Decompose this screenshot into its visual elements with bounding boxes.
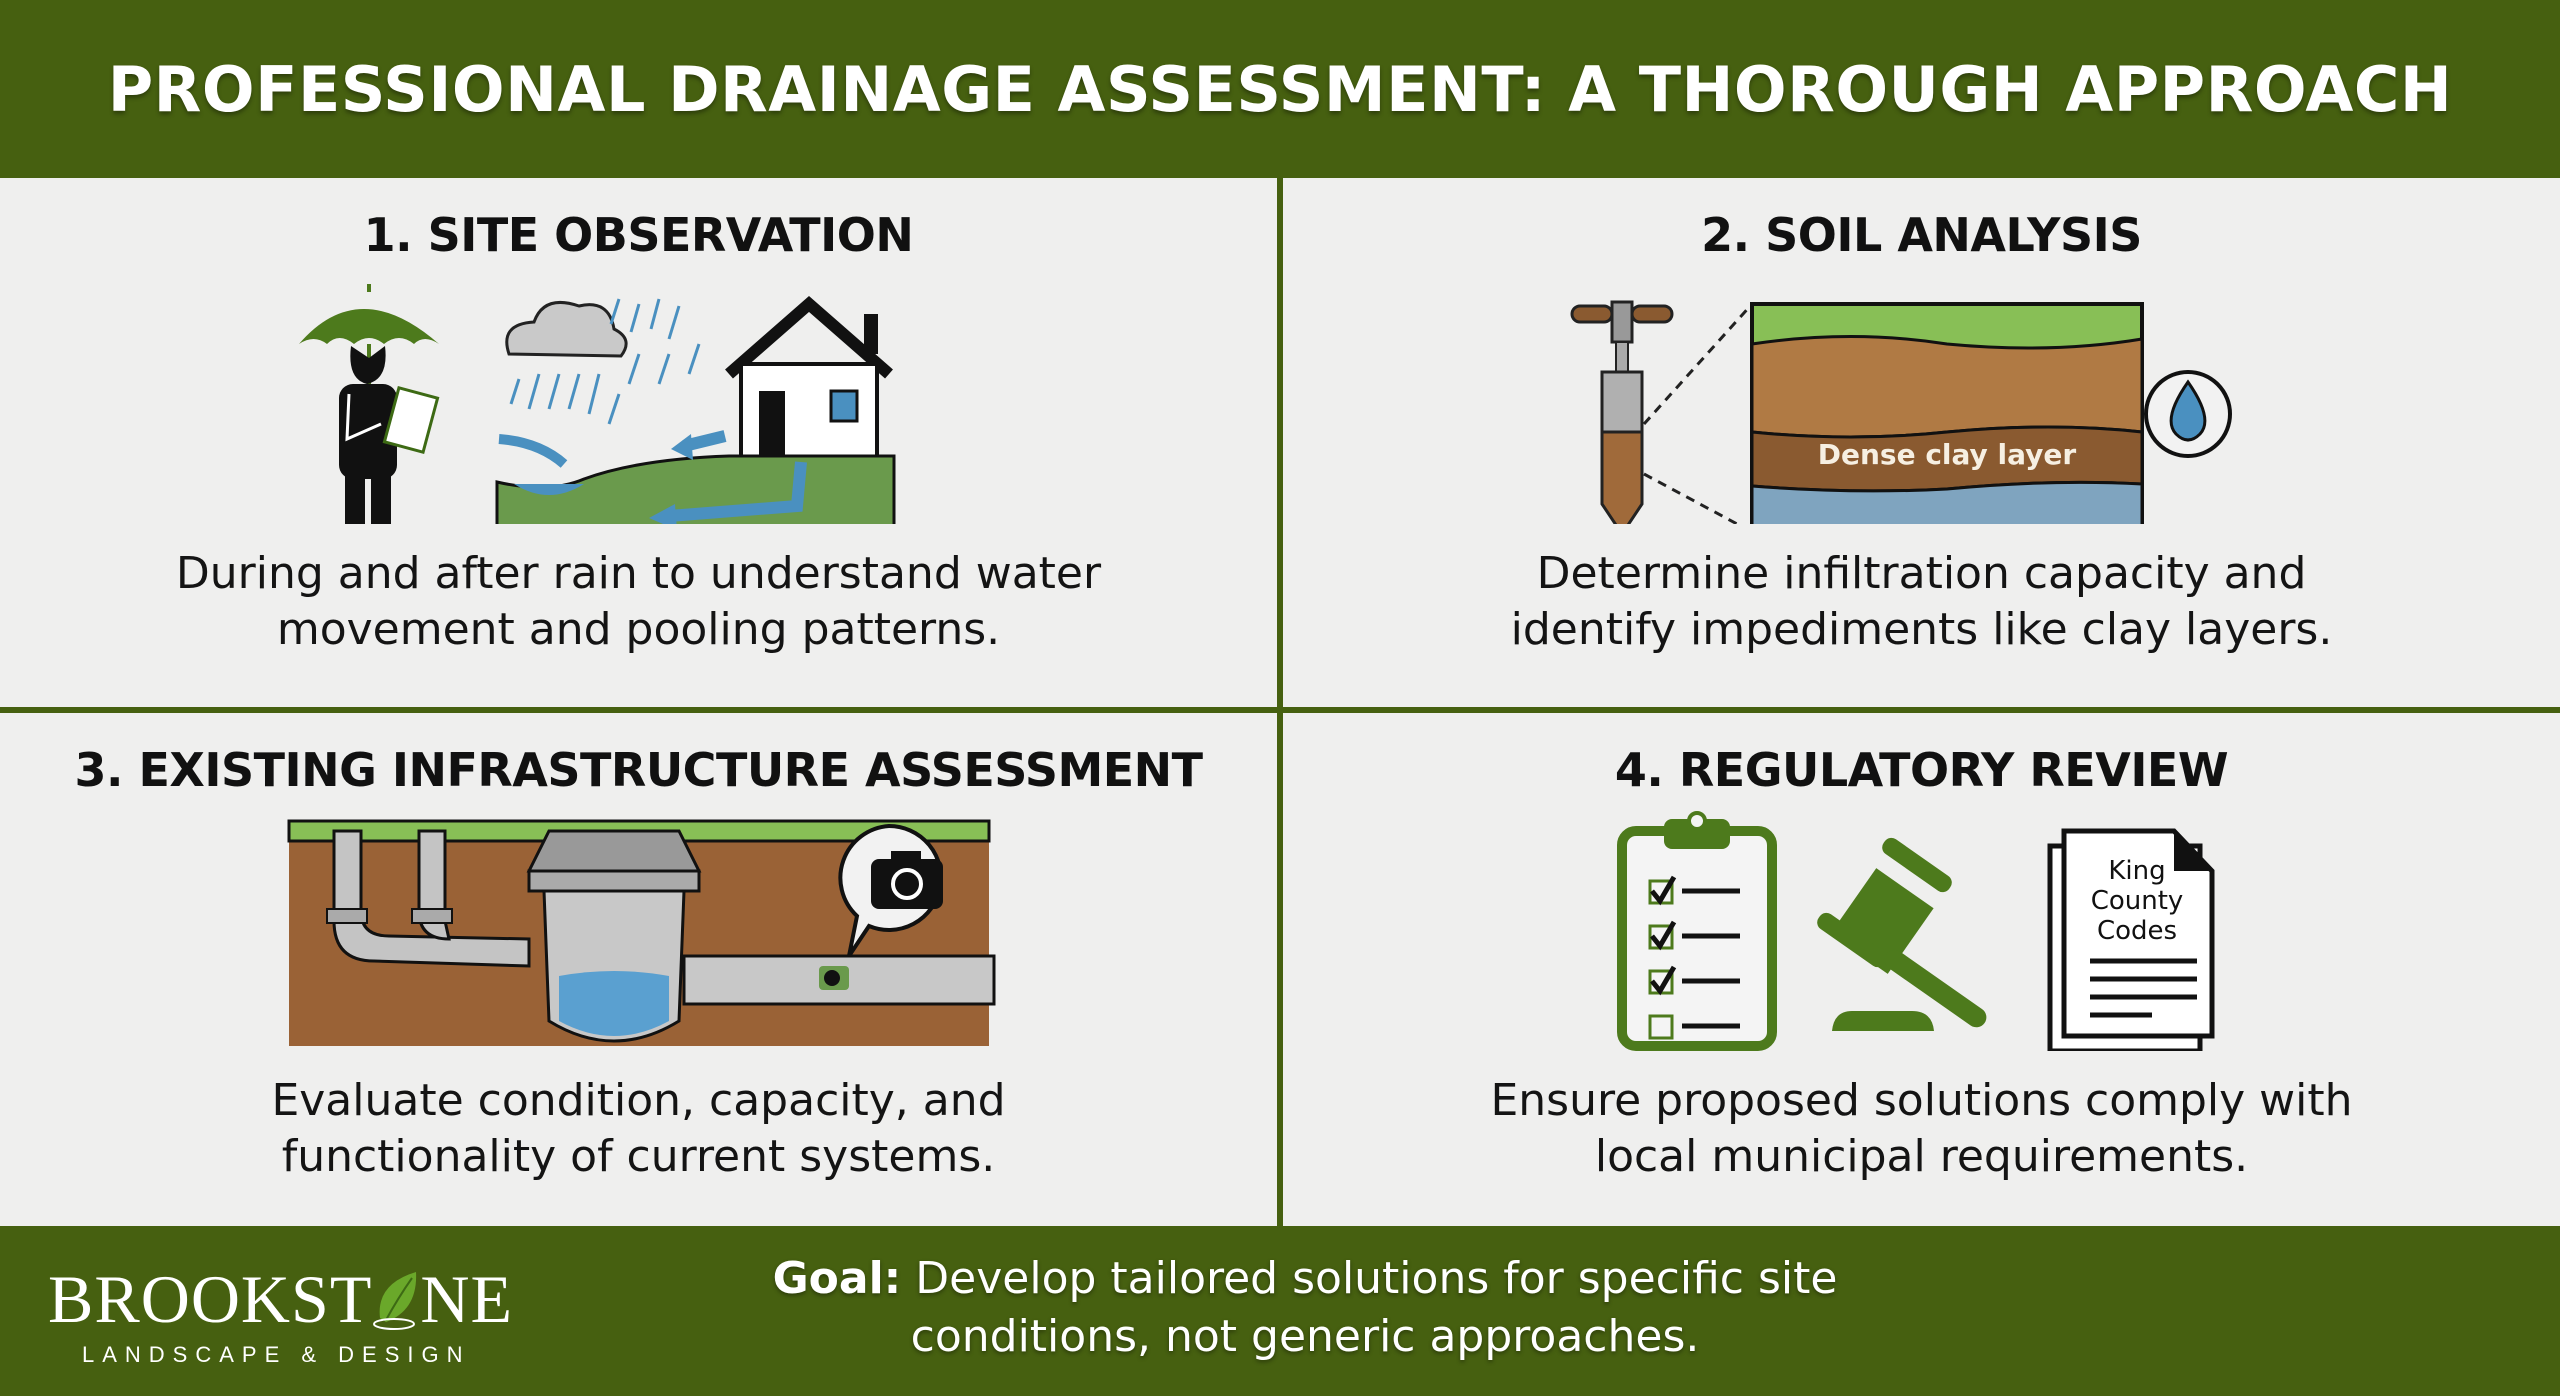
description-line-2: movement and pooling patterns.	[276, 604, 1001, 655]
section-description: Evaluate condition, capacity, and functi…	[271, 1073, 1005, 1185]
description-line-1: Evaluate condition, capacity, and	[271, 1075, 1006, 1126]
site-observation-illustration	[298, 284, 895, 524]
pipe-inspection-camera-icon	[818, 966, 849, 990]
goal-statement: Goal: Develop tailored solutions for spe…	[740, 1250, 1870, 1366]
water-flow-arrows-icon	[495, 430, 895, 524]
description-line-2: functionality of current systems.	[281, 1131, 996, 1182]
section-description: Ensure proposed solutions comply with lo…	[1490, 1073, 2352, 1185]
leaf-icon	[373, 1272, 417, 1330]
description-line-1: During and after rain to understand wate…	[175, 548, 1102, 599]
layer-label: Dense clay layer	[1817, 438, 2076, 471]
clipboard-icon	[382, 385, 439, 455]
page-title: PROFESSIONAL DRAINAGE ASSESSMENT: A THOR…	[107, 52, 2453, 126]
document-label-county: County	[2090, 886, 2183, 916]
checklist-clipboard-icon	[1616, 811, 1777, 1051]
soil-probe-icon	[1570, 300, 1673, 524]
section-description: Determine infiltration capacity and iden…	[1511, 546, 2333, 658]
soil-cross-section-icon: Dense clay layer	[1749, 302, 2144, 524]
dashed-connector-lines	[1642, 302, 1753, 524]
section-soil-analysis: 2. SOIL ANALYSIS Dense clay layer	[1283, 178, 2560, 707]
section-site-observation: 1. SITE OBSERVATION	[0, 178, 1277, 707]
vertical-divider	[1277, 178, 1283, 1226]
description-line-2: identify impediments like clay layers.	[1510, 604, 2333, 655]
brand-logo: BROOKST NE LANDSCAPE & DESIGN	[48, 1264, 513, 1368]
section-regulatory-review: 4. REGULATORY REVIEW	[1283, 713, 2560, 1226]
goal-text-line-1: Develop tailored solutions for specific …	[915, 1253, 1838, 1304]
brand-tagline: LANDSCAPE & DESIGN	[82, 1342, 471, 1367]
header-banner: PROFESSIONAL DRAINAGE ASSESSMENT: A THOR…	[0, 0, 2560, 178]
horizontal-divider	[0, 707, 2560, 713]
goal-label: Goal:	[772, 1253, 902, 1304]
section-title: 2. SOIL ANALYSIS	[1701, 208, 2142, 262]
assessment-grid: 1. SITE OBSERVATION	[0, 178, 2560, 1226]
description-line-2: local municipal requirements.	[1594, 1131, 2249, 1182]
section-title: 3. EXISTING INFRASTRUCTURE ASSESSMENT	[74, 743, 1203, 797]
regulatory-illustration: King County Codes	[1616, 811, 2214, 1051]
document-label-codes: Codes	[2096, 916, 2176, 946]
person-with-umbrella-icon	[298, 284, 439, 524]
footer-banner: BROOKST NE LANDSCAPE & DESIGN Goal: Deve…	[0, 1226, 2560, 1396]
house-icon	[724, 296, 893, 464]
water-drop-icon	[2143, 370, 2232, 458]
section-description: During and after rain to understand wate…	[176, 546, 1101, 658]
soil-analysis-illustration: Dense clay layer	[1570, 300, 2232, 524]
goal-text-line-2: conditions, not generic approaches.	[910, 1311, 1700, 1362]
rain-cloud-icon	[504, 298, 700, 425]
description-line-1: Determine infiltration capacity and	[1536, 548, 2307, 599]
description-line-1: Ensure proposed solutions comply with	[1490, 1075, 2353, 1126]
brand-name: BROOKST NE	[48, 1261, 514, 1337]
section-title: 4. REGULATORY REVIEW	[1614, 743, 2229, 797]
catch-basin-icon	[526, 829, 995, 1043]
section-title: 1. SITE OBSERVATION	[363, 208, 914, 262]
section-infrastructure-assessment: 3. EXISTING INFRASTRUCTURE ASSESSMENT	[0, 713, 1277, 1226]
gavel-icon	[1816, 837, 1986, 1031]
document-label-king: King	[2108, 856, 2165, 886]
camera-icon	[837, 823, 943, 958]
code-document-icon: King County Codes	[2047, 828, 2214, 1051]
infrastructure-illustration	[287, 819, 995, 1046]
